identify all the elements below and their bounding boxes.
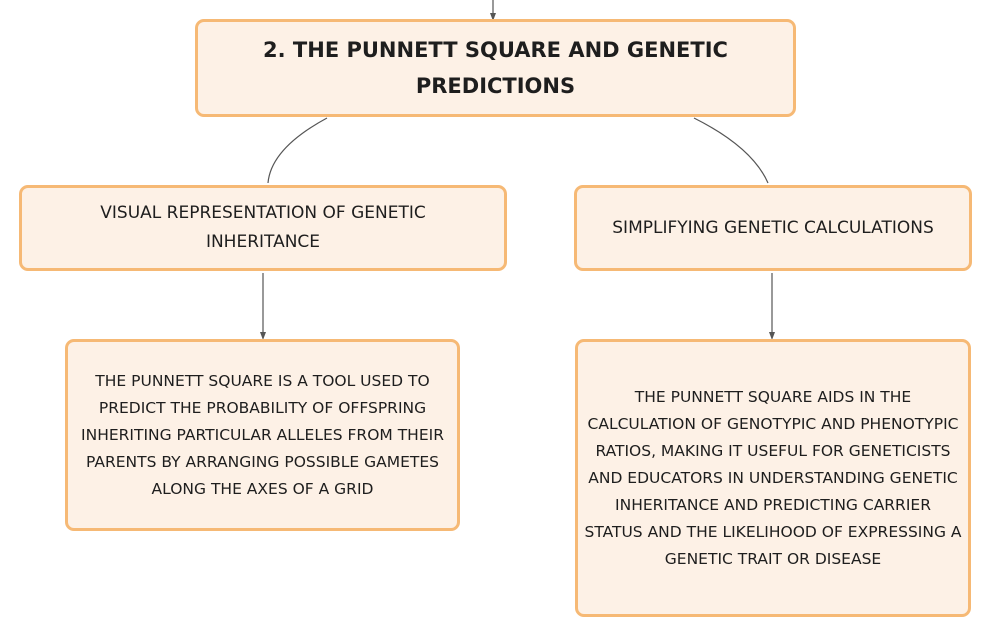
detail-node-visual-representation[interactable]: THE PUNNETT SQUARE IS A TOOL USED TO PRE… bbox=[65, 339, 460, 531]
detail-node-simplifying-calculations[interactable]: THE PUNNETT SQUARE AIDS IN THE CALCULATI… bbox=[575, 339, 971, 617]
root-node[interactable]: 2. THE PUNNETT SQUARE AND GENETIC PREDIC… bbox=[195, 19, 796, 117]
connector-root-to-right-branch bbox=[693, 117, 769, 184]
detail-node-text: THE PUNNETT SQUARE IS A TOOL USED TO PRE… bbox=[81, 371, 444, 498]
root-node-label: 2. THE PUNNETT SQUARE AND GENETIC PREDIC… bbox=[263, 38, 728, 98]
branch-node-label: VISUAL REPRESENTATION OF GENETIC INHERIT… bbox=[100, 203, 426, 252]
connector-root-to-left-branch bbox=[267, 117, 328, 184]
branch-node-visual-representation[interactable]: VISUAL REPRESENTATION OF GENETIC INHERIT… bbox=[19, 185, 507, 271]
detail-node-text: THE PUNNETT SQUARE AIDS IN THE CALCULATI… bbox=[584, 387, 962, 568]
branch-node-label: SIMPLIFYING GENETIC CALCULATIONS bbox=[612, 217, 934, 238]
branch-node-simplifying-calculations[interactable]: SIMPLIFYING GENETIC CALCULATIONS bbox=[574, 185, 972, 271]
